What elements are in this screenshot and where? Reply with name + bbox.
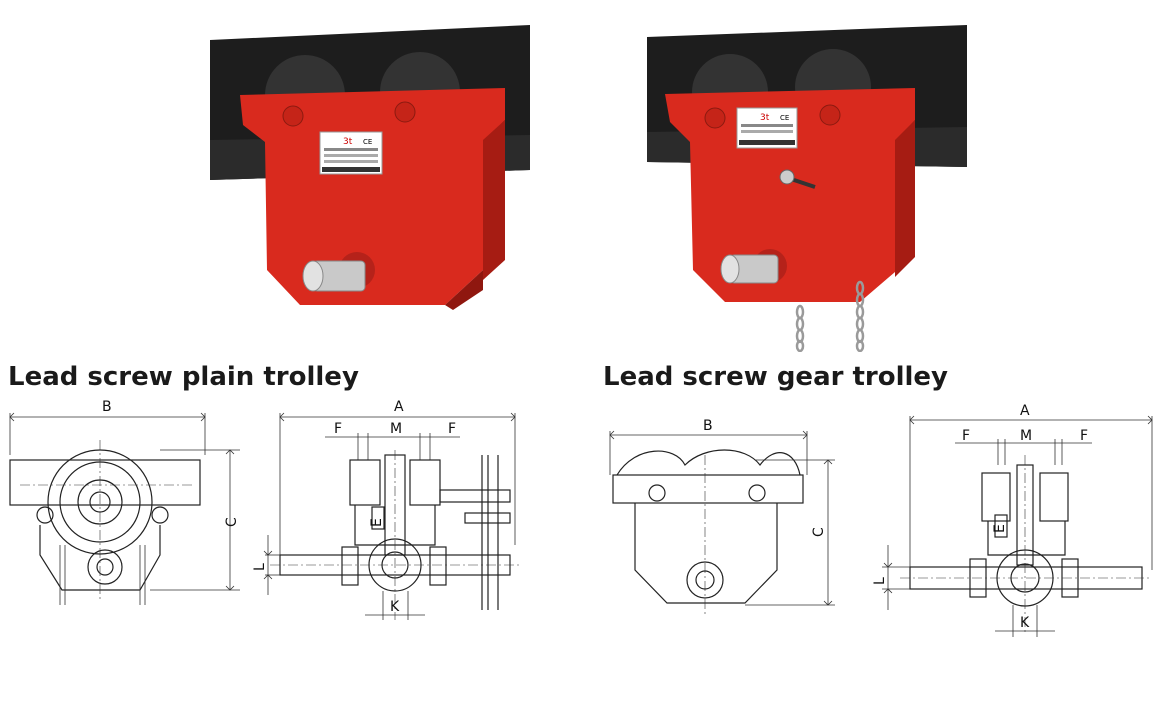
nameplate-capacity: 3t	[760, 113, 770, 123]
dim-c-label: C	[811, 527, 827, 537]
gear-trolley-front-drawing: B C	[609, 418, 835, 615]
dim-a-label: A	[1020, 403, 1030, 419]
gear-trolley-side-drawing: A F M F E L K	[872, 403, 1153, 637]
dim-m-label: M	[390, 421, 402, 437]
dim-f-label-right: F	[1080, 428, 1088, 444]
dim-m-label: M	[1020, 428, 1032, 444]
nameplate-capacity: 3t	[343, 137, 353, 147]
dim-k-label: K	[1020, 615, 1030, 631]
dim-e-label: E	[369, 518, 385, 527]
plain-trolley-front-drawing: B C	[9, 399, 240, 605]
gear-trolley-photo: 3t CE	[645, 22, 970, 352]
dim-a-label: A	[394, 399, 404, 415]
dim-f-label-right: F	[448, 421, 456, 437]
dim-b-label: B	[102, 399, 112, 415]
dim-e-label: E	[992, 524, 1008, 533]
dim-b-label: B	[703, 418, 713, 434]
nameplate-ce: CE	[363, 138, 372, 146]
gear-trolley-title: Lead screw gear trolley	[603, 362, 949, 392]
plain-trolley-side-drawing: A F M F E L K	[252, 399, 520, 620]
nameplate-ce: CE	[780, 114, 789, 122]
dim-l-label: L	[252, 563, 268, 571]
dim-c-label: C	[224, 517, 240, 527]
dim-f-label-left: F	[334, 421, 342, 437]
dim-f-label-left: F	[962, 428, 970, 444]
plain-trolley-title: Lead screw plain trolley	[8, 362, 359, 392]
dim-l-label: L	[872, 577, 888, 585]
plain-trolley-photo: 3t CE	[205, 20, 535, 320]
dim-k-label: K	[390, 599, 400, 615]
